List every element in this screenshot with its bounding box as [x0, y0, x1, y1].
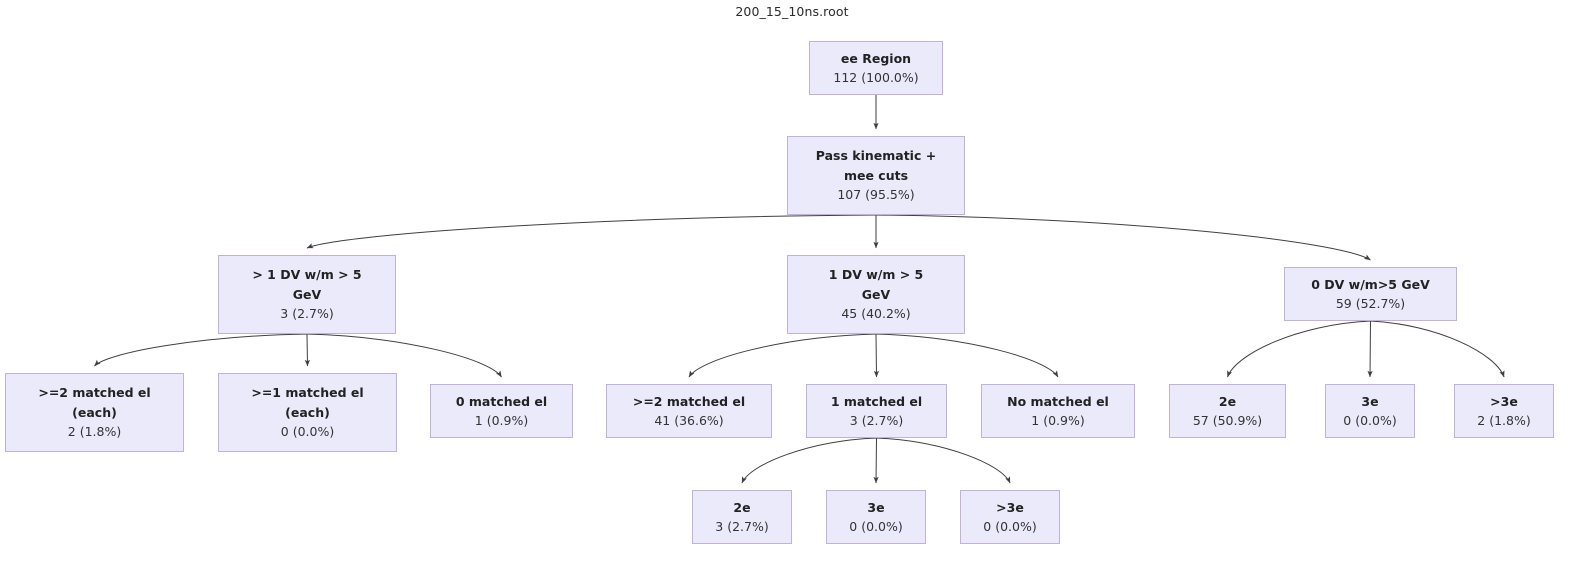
node-stat: 45 (40.2%) — [841, 306, 911, 322]
node-one_match[interactable]: 1 matched el 3 (2.7%) — [806, 384, 947, 438]
node-stat: 0 (0.0%) — [1343, 413, 1397, 428]
node-stat: 3 (2.7%) — [715, 519, 769, 534]
node-stat: 1 (0.9%) — [1031, 413, 1085, 428]
node-m_2e[interactable]: 2e 3 (2.7%) — [692, 490, 792, 544]
node-stat: 2 (1.8%) — [1477, 413, 1531, 428]
node-m_3e[interactable]: 3e 0 (0.0%) — [826, 490, 926, 544]
node-stat: 41 (36.6%) — [654, 413, 724, 428]
node-stat: 107 (95.5%) — [837, 187, 915, 203]
node-ge2_each[interactable]: >=2 matched el (each) 2 (1.8%) — [5, 373, 184, 452]
edge-dv_eq1-to-one_match — [873, 333, 880, 378]
node-stat: 0 (0.0%) — [280, 424, 335, 440]
node-label: No matched el — [1007, 393, 1109, 409]
node-label: 1 matched el — [830, 393, 923, 409]
node-ge1_each[interactable]: >=1 matched el (each) 0 (0.0%) — [218, 373, 397, 452]
node-m_gt3e[interactable]: >3e 0 (0.0%) — [960, 490, 1060, 544]
edge-dv_gt1-to-ge2_each — [94, 333, 308, 367]
node-stat: 3 (2.7%) — [849, 413, 904, 428]
node-label: 0 DV w/m>5 GeV — [1311, 276, 1430, 292]
node-label: 2e — [1218, 393, 1237, 409]
edge-one_match-to-m_3e — [873, 437, 879, 484]
node-stat: 1 (0.9%) — [474, 413, 529, 428]
edge-dv_gt1-to-ge1_each — [304, 333, 311, 367]
edge-cuts-to-dv_gt1 — [306, 214, 877, 249]
node-r_3e[interactable]: 3e 0 (0.0%) — [1325, 384, 1415, 438]
node-label: 0 matched el — [455, 393, 548, 409]
node-stat: 2 (1.8%) — [67, 424, 122, 440]
node-label: Pass kinematic + mee cuts — [815, 148, 937, 183]
node-stat: 0 (0.0%) — [849, 519, 903, 534]
edge-dv_gt1-to-zero_match — [306, 333, 502, 378]
node-dv_gt1[interactable]: > 1 DV w/m > 5 GeV 3 (2.7%) — [218, 255, 396, 334]
node-label: 2e — [733, 499, 751, 515]
node-ge2_match[interactable]: >=2 matched el 41 (36.6%) — [606, 384, 772, 438]
edge-dv_eq1-to-no_match — [875, 333, 1059, 378]
node-label: >3e — [996, 499, 1024, 515]
edge-dv_eq0-to-r_2e — [1227, 320, 1371, 378]
node-r_gt3e[interactable]: >3e 2 (1.8%) — [1454, 384, 1554, 438]
node-stat: 57 (50.9%) — [1192, 413, 1263, 428]
node-stat: 3 (2.7%) — [280, 306, 334, 322]
node-dv_eq0[interactable]: 0 DV w/m>5 GeV 59 (52.7%) — [1284, 267, 1457, 321]
node-label: 3e — [1361, 393, 1379, 409]
node-stat: 112 (100.0%) — [833, 70, 919, 85]
edge-one_match-to-m_2e — [741, 437, 877, 484]
page-title: 200_15_10ns.root — [735, 4, 849, 19]
node-no_match[interactable]: No matched el 1 (0.9%) — [981, 384, 1135, 438]
node-label: >3e — [1490, 393, 1518, 409]
node-label: > 1 DV w/m > 5 GeV — [252, 267, 362, 302]
node-dv_eq1[interactable]: 1 DV w/m > 5 GeV 45 (40.2%) — [787, 255, 965, 334]
node-label: 3e — [867, 499, 885, 515]
node-label: >=1 matched el (each) — [251, 385, 364, 420]
node-label: 1 DV w/m > 5 GeV — [828, 267, 924, 302]
edge-dv_eq1-to-ge2_match — [688, 333, 877, 378]
node-label: >=2 matched el — [632, 393, 746, 409]
edge-dv_eq0-to-r_3e — [1367, 320, 1373, 378]
edge-cuts-to-dv_eq0 — [875, 214, 1371, 261]
edge-one_match-to-m_gt3e — [876, 437, 1011, 484]
node-stat: 0 (0.0%) — [983, 519, 1037, 534]
node-r_2e[interactable]: 2e 57 (50.9%) — [1169, 384, 1286, 438]
node-cuts[interactable]: Pass kinematic + mee cuts 107 (95.5%) — [787, 136, 965, 215]
node-root[interactable]: ee Region 112 (100.0%) — [809, 41, 943, 95]
node-label: ee Region — [840, 50, 912, 66]
edge-dv_eq0-to-r_gt3e — [1370, 320, 1505, 378]
node-stat: 59 (52.7%) — [1335, 296, 1406, 311]
node-label: >=2 matched el (each) — [38, 385, 151, 420]
node-zero_match[interactable]: 0 matched el 1 (0.9%) — [430, 384, 573, 438]
